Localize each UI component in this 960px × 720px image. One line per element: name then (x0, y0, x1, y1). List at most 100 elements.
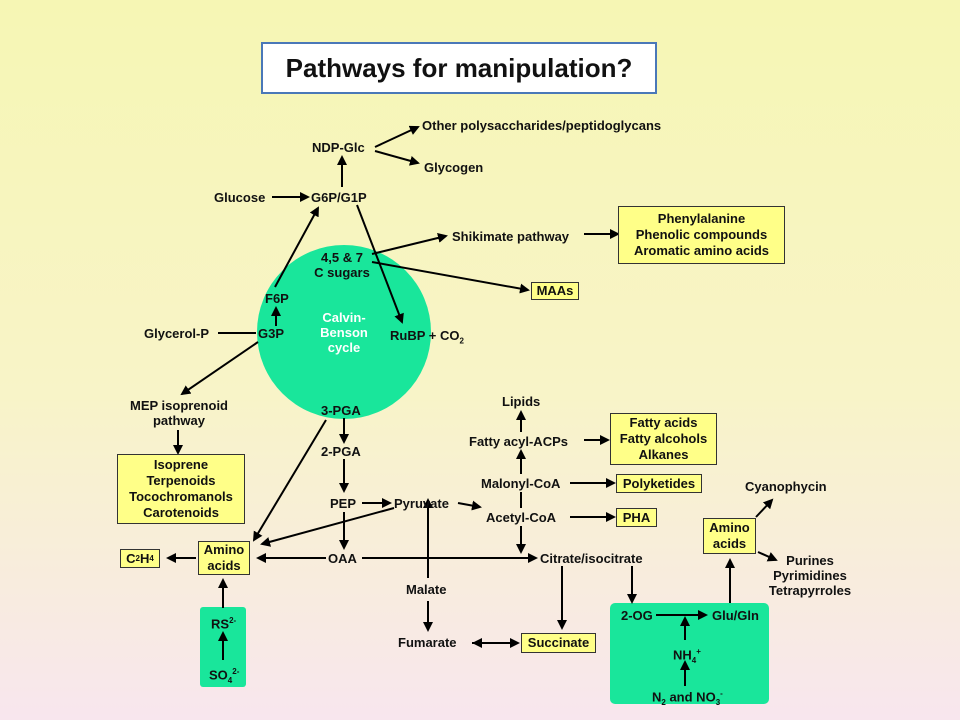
no3-sup: - (720, 689, 723, 698)
rubp-sub: 2 (459, 336, 464, 346)
node-other-polysaccharides: Other polysaccharides/peptidoglycans (422, 118, 662, 133)
isoprene-line1: Isoprene (153, 457, 209, 472)
n2-text: N (652, 689, 662, 705)
c2h4-sub1: 2 (135, 553, 140, 563)
rubp-text: RuBP + CO (390, 328, 460, 343)
arrow-sugars-maas (371, 261, 530, 294)
calvin-line2: Benson (320, 325, 368, 340)
amino-left-line2: acids (207, 558, 241, 573)
arrow-ndp-other (374, 125, 420, 148)
nh4-sup: + (696, 647, 701, 656)
node-shikimate: Shikimate pathway (452, 229, 570, 244)
node-malate: Malate (406, 582, 447, 597)
c2h4-c: C (126, 550, 136, 566)
node-so4: SO42- (209, 664, 239, 688)
node-glycerol-p: Glycerol-P (144, 326, 210, 341)
amino-right-line1: Amino (709, 520, 750, 535)
box-maas: MAAs (531, 282, 579, 300)
calvin-label: Calvin- Benson cycle (304, 310, 384, 355)
page-title: Pathways for manipulation? (261, 42, 657, 94)
node-n2-no3: N2 and NO3- (652, 686, 723, 710)
pyrimidines: Pyrimidines (773, 568, 847, 583)
node-ndp-glc: NDP-Glc (312, 140, 365, 155)
node-fatty-acyl: Fatty acyl-ACPs (469, 434, 568, 449)
box-fatty-products: Fatty acids Fatty alcohols Alkanes (610, 413, 717, 465)
arrow-3pga-amino (252, 419, 327, 542)
node-pep: PEP (330, 496, 357, 511)
calvin-cycle-circle (257, 245, 431, 419)
amino-right-line2: acids (712, 536, 747, 551)
node-rubp-co2: RuBP + CO2 (390, 328, 464, 349)
n2-sub: 2 (661, 697, 666, 707)
calvin-line3: cycle (327, 340, 361, 355)
node-sugars: 4,5 & 7 C sugars (306, 250, 378, 280)
node-3pga: 3-PGA (321, 403, 361, 418)
node-g6p-g1p: G6P/G1P (311, 190, 367, 205)
node-2pga: 2-PGA (321, 444, 361, 459)
so4-sup: 2- (232, 667, 240, 676)
node-fumarate: Fumarate (398, 635, 457, 650)
mep-line2: pathway (152, 413, 205, 428)
isoprene-line2: Terpenoids (146, 473, 216, 488)
c2h4-h: H (140, 550, 150, 566)
fatty-line1: Fatty acids (629, 415, 698, 430)
tetrapyrroles: Tetrapyrroles (768, 583, 852, 598)
node-oaa: OAA (328, 551, 357, 566)
fatty-line3: Alkanes (638, 447, 689, 462)
amino-left-line1: Amino (203, 542, 245, 557)
sugars-line2: C sugars (314, 265, 370, 280)
box-amino-acids-right: Amino acids (703, 518, 756, 554)
arrow-g3p-mep (180, 341, 259, 396)
node-acetyl: Acetyl-CoA (486, 510, 557, 525)
node-2og: 2-OG (621, 608, 653, 623)
nitrogen-green-box (610, 603, 769, 704)
so4-text: SO (209, 667, 228, 683)
arrow-pyruvate-acetyl (457, 500, 482, 511)
aromatic-line1: Phenylalanine (657, 211, 746, 226)
arrow-amino-cyanophycin (755, 498, 774, 518)
box-succinate: Succinate (521, 633, 596, 653)
node-pyruvate: Pyruvate (394, 496, 449, 511)
node-cyanophycin: Cyanophycin (745, 479, 827, 494)
box-amino-acids-left: Amino acids (198, 541, 250, 575)
node-nh4: NH4+ (673, 644, 701, 668)
aromatic-line2: Phenolic compounds (635, 227, 768, 242)
arrow-sugars-shikimate (371, 233, 448, 255)
box-aromatic-products: Phenylalanine Phenolic compounds Aromati… (618, 206, 785, 264)
node-g3p: G3P (258, 326, 285, 341)
node-glucose: Glucose (214, 190, 266, 205)
arrow-amino-purines (757, 551, 778, 562)
node-f6p: F6P (265, 291, 289, 306)
no3-text: and NO (665, 689, 716, 705)
node-malonyl: Malonyl-CoA (481, 476, 561, 491)
box-polyketides: Polyketides (616, 474, 702, 493)
c2h4-sub2: 4 (149, 553, 154, 563)
nh4-text: NH (673, 647, 692, 663)
node-rs: RS2- (211, 613, 236, 631)
node-mep: MEP isoprenoid pathway (118, 398, 240, 428)
box-pha: PHA (616, 508, 657, 527)
node-purines-group: Purines Pyrimidines Tetrapyrroles (760, 553, 860, 598)
fatty-line2: Fatty alcohols (619, 431, 708, 446)
no3-sub: 3 (715, 697, 721, 707)
isoprene-line3: Tocochromanols (129, 489, 233, 504)
arrow-f6p-g6p (274, 206, 319, 288)
nh4-sub: 4 (691, 655, 697, 665)
arrow-pyruvate-amino (260, 507, 395, 547)
node-citrate: Citrate/isocitrate (540, 551, 643, 566)
isoprene-line4: Carotenoids (143, 505, 219, 520)
sugars-line1: 4,5 & 7 (321, 250, 363, 265)
purines: Purines (786, 553, 834, 568)
node-glu-gln: Glu/Gln (712, 608, 759, 623)
rs-sup: 2- (229, 616, 237, 625)
mep-line1: MEP isoprenoid (130, 398, 228, 413)
arrow-ndp-glycogen (374, 150, 420, 166)
aromatic-line3: Aromatic amino acids (633, 243, 770, 258)
node-lipids: Lipids (502, 394, 541, 409)
rs-text: RS (211, 616, 230, 632)
box-isoprene-products: Isoprene Terpenoids Tocochromanols Carot… (117, 454, 245, 524)
so4-sub: 4 (227, 675, 233, 685)
calvin-line1: Calvin- (322, 310, 366, 325)
